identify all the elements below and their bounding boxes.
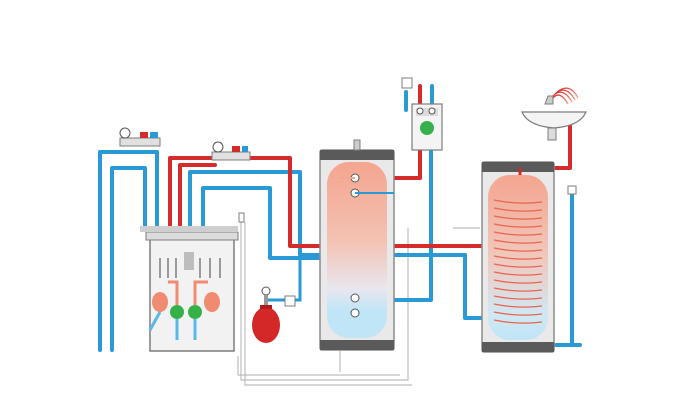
buffer-tank xyxy=(319,139,395,351)
boiler-unit xyxy=(140,226,239,352)
expansion-vessel xyxy=(252,286,296,343)
hot-water-cylinder xyxy=(481,161,555,353)
control-wiring xyxy=(237,222,480,386)
wash-basin xyxy=(521,87,587,141)
boiler-heat-exchanger-right-icon xyxy=(204,292,220,312)
boiler-pump-left-icon xyxy=(170,305,184,319)
expansion-pipe xyxy=(268,258,302,302)
circulation-pump-station xyxy=(401,77,443,151)
mixing-valve-left xyxy=(119,127,161,147)
water-splash-icon xyxy=(552,87,579,105)
cold-riser xyxy=(567,185,577,195)
temperature-sensor-icon xyxy=(238,212,245,223)
pump-icon xyxy=(420,121,434,135)
mixing-valve-center xyxy=(211,141,251,161)
boiler-heat-exchanger-left-icon xyxy=(152,292,168,312)
boiler-pump-right-icon xyxy=(188,305,202,319)
heating-coil-icon xyxy=(493,199,543,324)
